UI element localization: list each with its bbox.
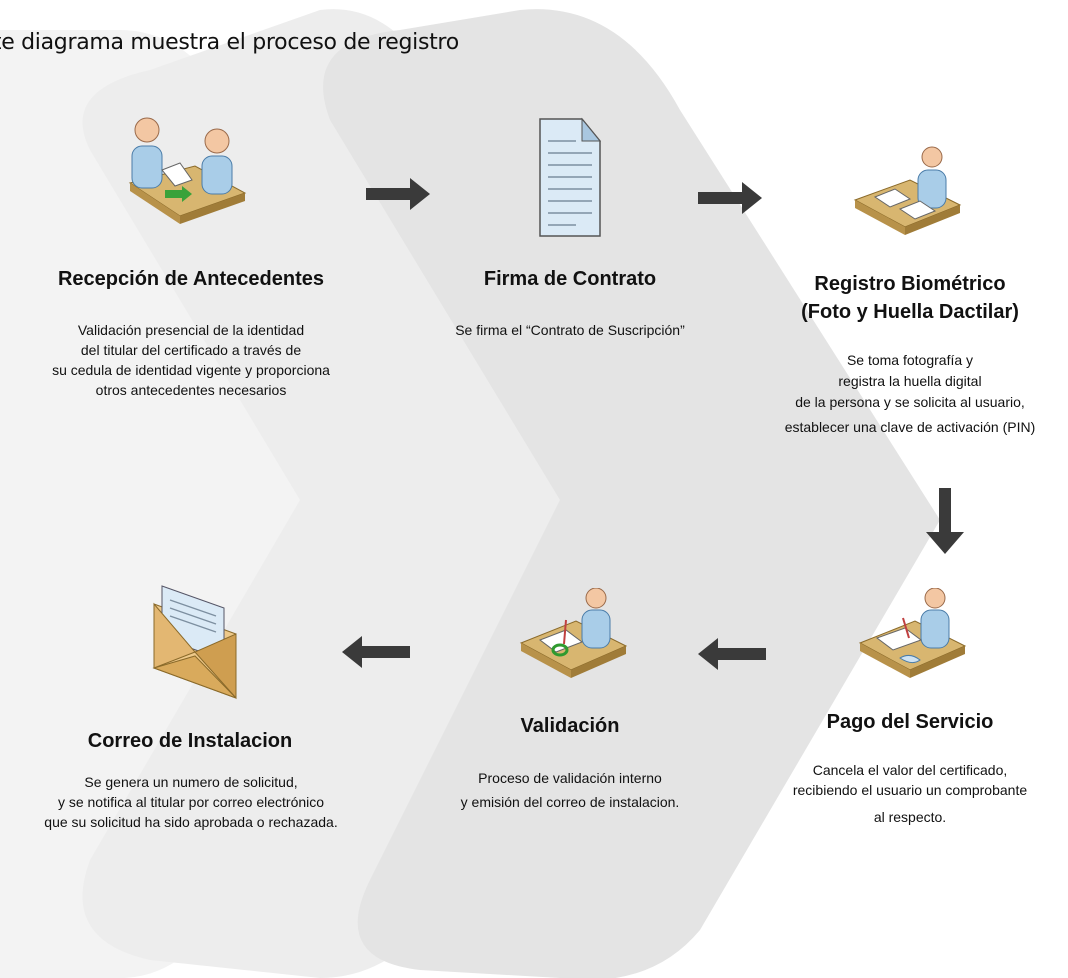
envelope-icon: [152, 585, 237, 700]
step-desc-pago: Cancela el valor del certificado, recibi…: [740, 760, 1068, 827]
desc-line: Validación presencial de la identidad: [77, 322, 305, 338]
desc-line: su cedula de identidad vigente y proporc…: [52, 362, 330, 378]
step-title-recepcion: Recepción de Antecedentes: [36, 265, 346, 293]
arrow-right-1: [366, 178, 430, 210]
arrow-right-2: [698, 182, 762, 214]
desc-line: y emisión del correo de instalacion.: [460, 794, 680, 810]
intro-text: ente diagrama muestra el proceso de regi…: [0, 30, 459, 55]
arrow-down: [926, 488, 964, 554]
step-desc-registro: Se toma fotografía y registra la huella …: [740, 350, 1068, 438]
arrow-left-1: [698, 638, 766, 670]
desc-line: Proceso de validación interno: [478, 770, 662, 786]
desc-line: Se genera un numero de solicitud,: [84, 774, 298, 790]
step-desc-firma: Se firma el “Contrato de Suscripción”: [400, 320, 740, 340]
person-writing-icon: [853, 146, 962, 235]
desc-line: registra la huella digital: [838, 373, 982, 389]
desc-line: del titular del certificado a través de: [80, 342, 302, 358]
desc-line: Se firma el “Contrato de Suscripción”: [455, 322, 685, 338]
desc-line: de la persona y se solicita al usuario,: [795, 394, 1025, 410]
step-title-line: Recepción de Antecedentes: [57, 268, 324, 290]
step-title-correo: Correo de Instalacion: [40, 727, 340, 755]
step-title-line: Registro Biométrico: [814, 273, 1006, 295]
step-title-line: (Foto y Huella Dactilar): [801, 301, 1019, 323]
step-title-line: Pago del Servicio: [826, 711, 994, 733]
chevron-band-1: [0, 30, 440, 978]
desc-line: al respecto.: [873, 809, 947, 825]
desc-line: recibiendo el usuario un comprobante: [792, 782, 1028, 798]
person-validating-icon: [519, 588, 628, 678]
desc-line: Se toma fotografía y: [846, 352, 974, 368]
desc-line: y se notifica al titular por correo elec…: [57, 794, 325, 810]
document-icon: [539, 117, 602, 237]
desc-line: que su solicitud ha sido aprobada o rech…: [44, 814, 338, 830]
step-desc-validacion: Proceso de validación interno y emisión …: [400, 766, 740, 814]
step-title-firma: Firma de Contrato: [440, 265, 700, 293]
step-title-registro: Registro Biométrico (Foto y Huella Dacti…: [775, 270, 1045, 326]
step-title-pago: Pago del Servicio: [780, 708, 1040, 736]
step-desc-correo: Se genera un numero de solicitud, y se n…: [6, 772, 376, 832]
arrow-left-2: [342, 636, 410, 668]
desc-line: Cancela el valor del certificado,: [812, 762, 1008, 778]
step-title-line: Correo de Instalacion: [87, 730, 293, 752]
desc-line: otros antecedentes necesarios: [95, 382, 287, 398]
step-desc-recepcion: Validación presencial de la identidad de…: [16, 320, 366, 400]
chevron-band-3: [323, 9, 940, 978]
person-paying-icon: [858, 588, 967, 678]
step-title-validacion: Validación: [460, 712, 680, 740]
step-title-line: Firma de Contrato: [483, 268, 657, 290]
desc-line: establecer una clave de activación (PIN): [784, 419, 1036, 435]
step-title-line: Validación: [520, 715, 620, 737]
reception-desk-icon: [128, 117, 247, 224]
